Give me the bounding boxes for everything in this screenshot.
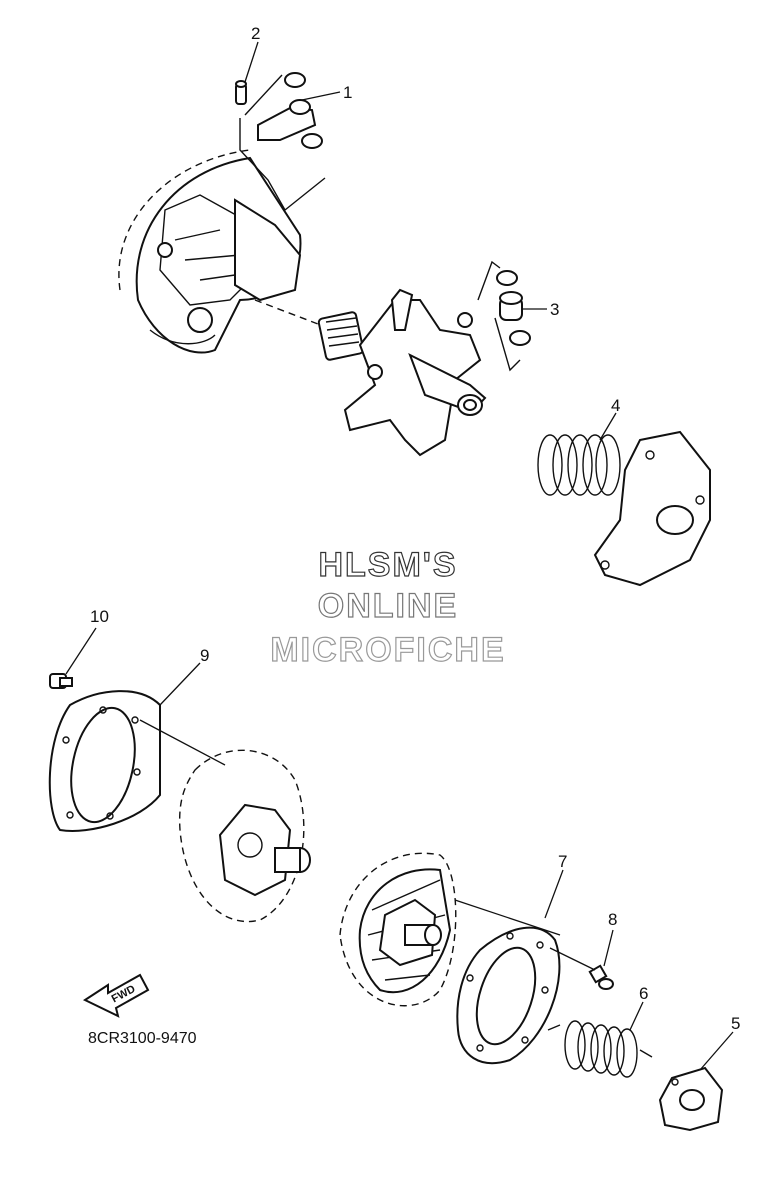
callout-8: 8 <box>608 910 617 929</box>
callout-4: 4 <box>611 396 620 415</box>
secondary-sliding-sheave <box>339 852 561 1007</box>
screw <box>549 947 614 990</box>
primary-cap <box>593 430 711 587</box>
callout-5: 5 <box>731 1014 740 1033</box>
callout-1: 1 <box>343 83 352 102</box>
fwd-arrow-icon: FWD <box>82 973 150 1018</box>
shim-plate <box>48 690 161 832</box>
callout-3: 3 <box>550 300 559 319</box>
watermark-line3: MICROFICHE <box>270 631 505 669</box>
bolt <box>49 673 73 689</box>
callout-10: 10 <box>90 607 109 626</box>
callout-9: 9 <box>200 646 209 665</box>
slider-set <box>477 260 531 372</box>
secondary-shim-plate <box>456 926 561 1065</box>
callout-6: 6 <box>639 984 648 1003</box>
watermark-line2: ONLINE <box>318 587 458 625</box>
watermark: HLSM'S ONLINE MICROFICHE <box>270 545 505 669</box>
roller-weight-assembly <box>239 72 326 212</box>
diagram-code: 8CR3100-9470 <box>88 1030 197 1047</box>
secondary-fixed-sheave <box>48 690 311 923</box>
secondary-torsion-spring <box>547 1020 653 1078</box>
callout-7: 7 <box>558 852 567 871</box>
primary-compression-spring <box>537 434 621 496</box>
primary-sliding-sheave <box>118 149 302 354</box>
callouts: 1 2 3 4 5 6 7 8 9 10 <box>65 24 740 1071</box>
callout-2: 2 <box>251 24 260 43</box>
pin <box>235 80 247 105</box>
spider-assembly <box>254 288 487 457</box>
spring-seat <box>658 1066 724 1132</box>
watermark-line1: HLSM'S <box>318 546 457 584</box>
